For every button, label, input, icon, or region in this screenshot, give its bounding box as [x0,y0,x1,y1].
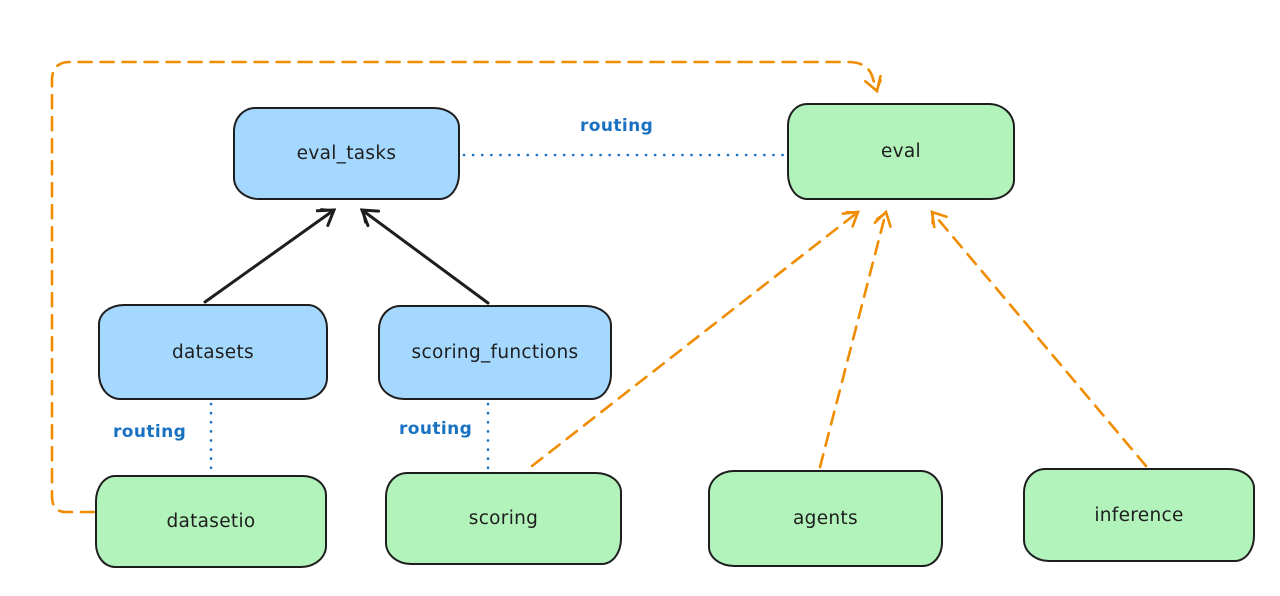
node-eval-tasks: eval_tasks [233,107,460,200]
node-label: inference [1094,504,1184,526]
node-label: datasets [172,341,254,363]
node-agents: agents [708,470,943,567]
edge-agents-to-eval [818,209,892,469]
node-label: eval [880,141,921,162]
node-datasets: datasets [98,304,328,400]
node-datasetio: datasetio [95,475,327,568]
edge-label-routing-eval: routing [580,116,654,136]
node-label: eval_tasks [296,143,397,164]
node-inference: inference [1023,468,1255,562]
node-label: datasetio [166,511,256,532]
node-label: scoring_functions [411,342,579,363]
edge-datasets-to-eval-tasks [203,208,337,304]
node-scoring: scoring [385,472,622,565]
edge-scoring-functions-to-eval-tasks [359,208,490,305]
node-label: scoring [468,508,539,529]
edge-label-routing-scoring: routing [399,419,473,439]
edge-label-routing-datasetio: routing [113,422,187,442]
node-label: agents [793,508,858,529]
node-scoring-functions: scoring_functions [378,305,612,400]
node-eval: eval [787,103,1015,200]
edge-inference-to-eval [930,210,1148,468]
edge-datasetio-to-eval [50,60,882,514]
